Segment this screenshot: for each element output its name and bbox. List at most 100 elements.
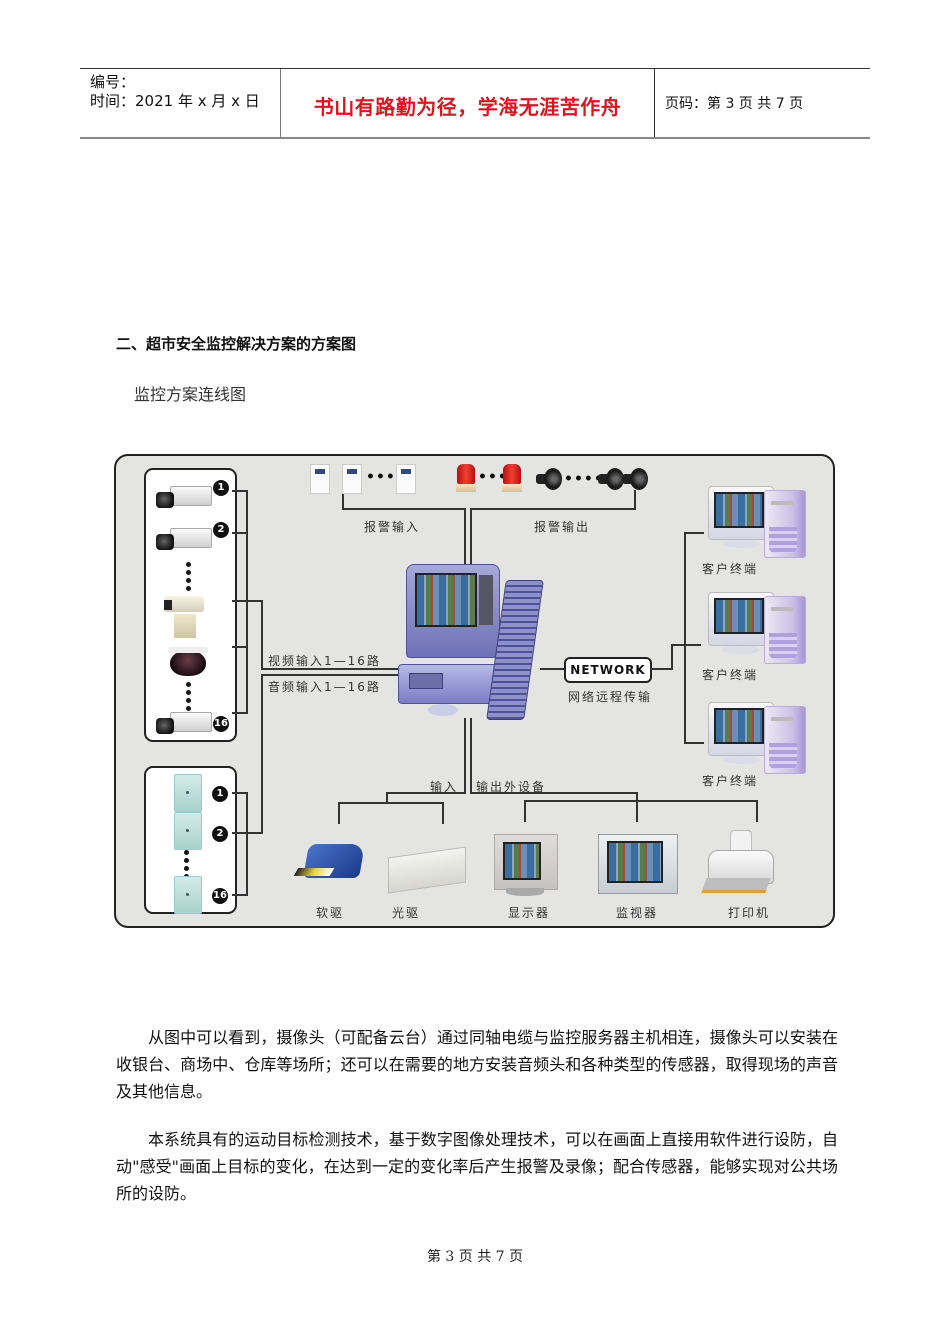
- monitoring-server-icon: [398, 564, 548, 720]
- wire: [650, 668, 672, 670]
- sensor-panel: 1 2 16: [144, 766, 237, 914]
- header-motto-cell: 书山有路勤为径，学海无涯苦作舟: [281, 69, 655, 137]
- wire: [232, 792, 248, 794]
- output-peripherals-label: 输出外设备: [476, 780, 547, 794]
- wire: [634, 490, 636, 510]
- wire: [470, 718, 472, 794]
- wire: [684, 532, 704, 534]
- wire: [246, 490, 248, 714]
- sensor-number-badge: 2: [212, 826, 228, 842]
- network-caption: 网络远程传输: [568, 690, 653, 704]
- wire: [261, 674, 263, 834]
- camera-number-badge: 1: [213, 480, 229, 496]
- horn-speaker-icon: [598, 468, 624, 490]
- wire: [232, 532, 248, 534]
- siren-icon: [456, 464, 476, 494]
- peripheral-label: 监视器: [616, 906, 659, 920]
- wire: [386, 792, 388, 804]
- ellipsis-icon: •••: [366, 469, 396, 485]
- alarm-detector-icon: [310, 464, 330, 494]
- video-input-label: 视频输入1—16路: [268, 654, 381, 668]
- sensor-icon: [174, 876, 202, 914]
- client-terminal-icon: [708, 702, 808, 774]
- ellipsis-icon: •••: [478, 469, 508, 485]
- motto: 书山有路勤为径，学海无涯苦作舟: [313, 95, 622, 119]
- horn-speaker-icon: [622, 468, 648, 490]
- section-heading: 二、超市安全监控解决方案的方案图: [116, 335, 357, 353]
- camera-number-badge: 16: [213, 716, 229, 732]
- client-label: 客户终端: [702, 562, 759, 576]
- body-paragraph: 从图中可以看到，摄像头（可配备云台）通过同轴电缆与监控服务器主机相连，摄像头可以…: [116, 1028, 838, 1101]
- wire: [470, 792, 638, 794]
- alarm-detector-icon: [396, 464, 416, 494]
- audio-input-label: 音频输入1—16路: [268, 680, 381, 694]
- document-header: 编号： 时间：2021 年 x 月 x 日 书山有路勤为径，学海无涯苦作舟 页码…: [80, 68, 870, 139]
- wire: [386, 792, 466, 794]
- horn-speaker-icon: [536, 468, 562, 490]
- peripheral-label: 打印机: [728, 906, 771, 920]
- siren-icon: [502, 464, 522, 494]
- wire: [684, 532, 686, 744]
- wire: [442, 802, 444, 824]
- header-page-cell: 页码：第 3 页 共 7 页: [655, 69, 870, 137]
- wire: [232, 894, 248, 896]
- ellipsis-icon: ••••: [564, 471, 604, 487]
- wire: [524, 800, 758, 802]
- display-monitor-icon: [494, 834, 558, 896]
- cd-drive-icon: [388, 846, 466, 894]
- wire: [261, 674, 401, 676]
- wire: [756, 800, 758, 822]
- box-camera-icon: [156, 526, 212, 554]
- wire: [246, 600, 262, 602]
- surveillance-monitor-icon: [598, 834, 678, 894]
- wire: [338, 802, 340, 824]
- wire: [540, 668, 566, 670]
- client-label: 客户终端: [702, 668, 759, 682]
- wire: [232, 600, 248, 602]
- peripheral-label: 光驱: [392, 906, 421, 920]
- printer-icon: [701, 830, 776, 896]
- sensor-icon: [174, 774, 202, 812]
- alarm-input-label: 报警输入: [364, 520, 421, 534]
- wire: [684, 742, 704, 744]
- page-footer: 第 3 页 共 7 页: [426, 1249, 524, 1265]
- floppy-drive-icon: [293, 844, 365, 888]
- wire: [470, 508, 472, 570]
- input-label: 输入: [430, 780, 459, 794]
- serial-number-label: 编号：: [90, 73, 136, 91]
- camera-panel: 1 2 16: [144, 468, 237, 742]
- wire: [338, 802, 444, 804]
- wire: [464, 508, 466, 570]
- wire: [246, 792, 248, 896]
- client-terminal-icon: [708, 592, 808, 664]
- monitoring-wiring-diagram: 1 2 16 1 2 16 视频输入1—16路 音频输入1—16路 •••: [114, 454, 835, 928]
- section-subheading: 监控方案连线图: [134, 385, 247, 404]
- wire: [671, 644, 673, 670]
- sensor-number-badge: 16: [212, 888, 228, 904]
- wire: [232, 646, 248, 648]
- network-box: NETWORK: [564, 657, 652, 683]
- wire: [342, 494, 344, 510]
- client-terminal-icon: [708, 486, 808, 558]
- wire: [464, 718, 466, 794]
- sensor-icon: [174, 812, 202, 850]
- client-label: 客户终端: [702, 774, 759, 788]
- wire: [261, 668, 401, 670]
- alarm-output-label: 报警输出: [534, 520, 591, 534]
- wire: [524, 800, 526, 822]
- ellipsis-icon: [186, 682, 191, 714]
- body-paragraph: 本系统具有的运动目标检测技术，基于数字图像处理技术，可以在画面上直接用软件进行设…: [116, 1130, 838, 1203]
- header-meta-cell: 编号： 时间：2021 年 x 月 x 日: [80, 69, 281, 137]
- wire: [342, 508, 466, 510]
- ellipsis-icon: [186, 562, 191, 594]
- wire: [636, 792, 638, 822]
- box-camera-icon: [156, 710, 212, 738]
- camera-number-badge: 2: [213, 522, 229, 538]
- ptz-camera-icon: [164, 596, 204, 640]
- alarm-detector-icon: [342, 464, 362, 494]
- box-camera-icon: [156, 484, 212, 512]
- wire: [671, 644, 701, 646]
- sensor-number-badge: 1: [212, 786, 228, 802]
- wire: [232, 490, 248, 492]
- peripheral-label: 显示器: [508, 906, 551, 920]
